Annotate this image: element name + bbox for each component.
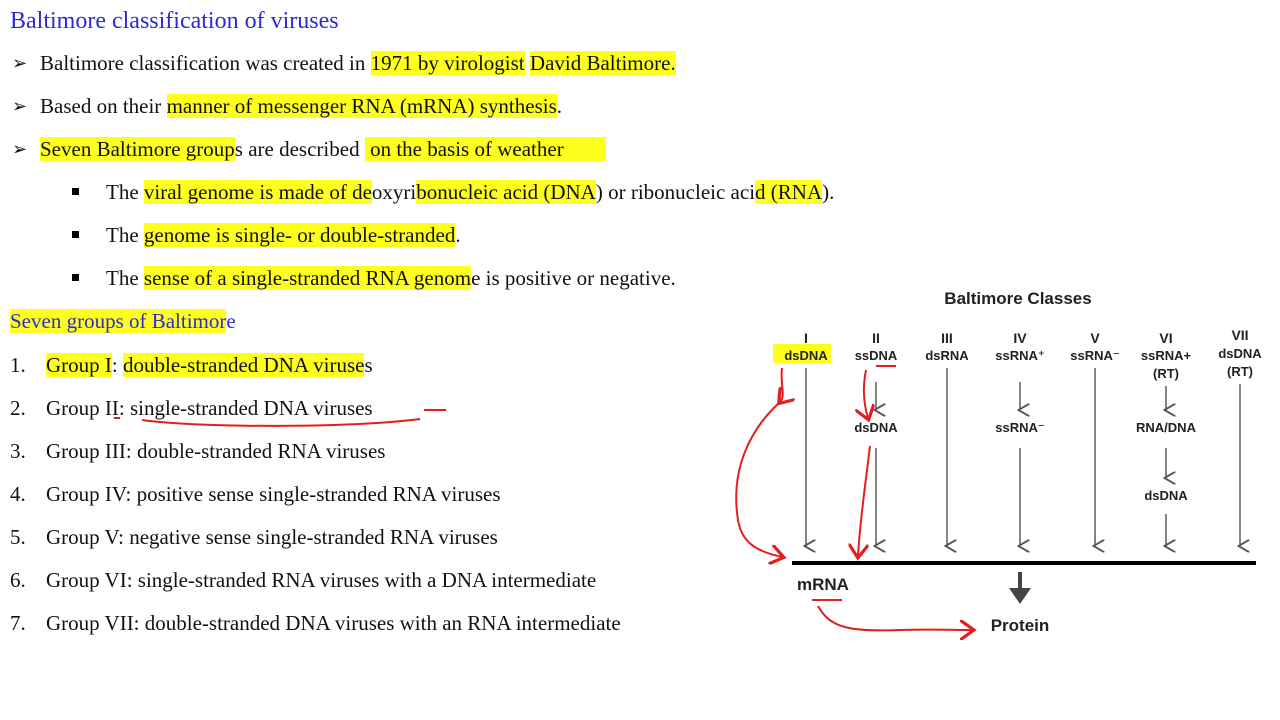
class-genome-rt: (RT) — [1153, 366, 1179, 381]
class-genome: dsRNA — [925, 348, 969, 363]
pathway-arrows — [806, 368, 1240, 546]
bullet-1: Baltimore classification was created in … — [40, 51, 676, 75]
square-bullet-icon — [72, 188, 79, 195]
diagram-title: Baltimore Classes — [944, 289, 1091, 308]
group-item-7: Group VII: double-stranded DNA viruses w… — [46, 611, 621, 635]
bullet-3: Seven Baltimore groups are described on … — [40, 137, 606, 161]
class-genome: dsDNA — [784, 348, 828, 363]
intermediate-label: RNA/DNA — [1136, 420, 1197, 435]
arrow-bullet-icon: ➢ — [12, 139, 28, 159]
class-i-highlight — [773, 344, 831, 363]
class-roman: II — [872, 330, 880, 346]
intermediate-label: dsDNA — [854, 420, 898, 435]
square-bullet-icon — [72, 274, 79, 281]
class-roman: VII — [1231, 327, 1248, 343]
square-bullet-icon — [72, 231, 79, 238]
group-item-2: Group II: single-stranded DNA viruses — [46, 396, 373, 420]
class-roman: IV — [1013, 330, 1027, 346]
class-genome-rt: (RT) — [1227, 364, 1253, 379]
arrow-bullet-icon: ➢ — [12, 96, 28, 116]
class-roman: I — [804, 330, 808, 346]
group-item-1: Group I: double-stranded DNA viruses — [46, 353, 373, 377]
groups-heading: Seven groups of Baltimore — [10, 309, 236, 333]
class-genome: dsDNA — [1218, 346, 1262, 361]
mrna-label: mRNA — [797, 575, 849, 594]
group-number: 2. — [10, 396, 26, 420]
sub-bullet-2: The genome is single- or double-stranded… — [106, 223, 461, 247]
class-genome: ssRNA+ — [1141, 348, 1192, 363]
red-annotations — [114, 365, 972, 630]
page-title: Baltimore classification of viruses — [10, 8, 339, 34]
group-item-6: Group VI: single-stranded RNA viruses wi… — [46, 568, 597, 592]
group-number: 3. — [10, 439, 26, 463]
class-genome: ssDNA — [855, 348, 898, 363]
protein-arrow — [1009, 572, 1031, 604]
sub-bullet-1: The viral genome is made of deoxyribonuc… — [106, 180, 835, 204]
bullet-2: Based on their manner of messenger RNA (… — [40, 94, 563, 118]
group-number: 7. — [10, 611, 26, 635]
group-number: 5. — [10, 525, 26, 549]
class-genome: ssRNA⁺ — [995, 348, 1045, 363]
intermediate-label: ssRNA⁻ — [995, 420, 1045, 435]
class-roman: V — [1090, 330, 1100, 346]
group-item-5: Group V: negative sense single-stranded … — [46, 525, 498, 549]
group-number: 6. — [10, 568, 26, 592]
group-number: 1. — [10, 353, 26, 377]
group-item-4: Group IV: positive sense single-stranded… — [46, 482, 501, 506]
group-number: 4. — [10, 482, 26, 506]
class-roman: III — [941, 330, 953, 346]
intermediate-label: dsDNA — [1144, 488, 1188, 503]
arrow-bullet-icon: ➢ — [12, 53, 28, 73]
class-roman: VI — [1159, 330, 1172, 346]
group-item-3: Group III: double-stranded RNA viruses — [46, 439, 386, 463]
protein-label: Protein — [991, 616, 1050, 635]
sub-bullet-3: The sense of a single-stranded RNA genom… — [106, 266, 676, 290]
class-genome: ssRNA⁻ — [1070, 348, 1120, 363]
